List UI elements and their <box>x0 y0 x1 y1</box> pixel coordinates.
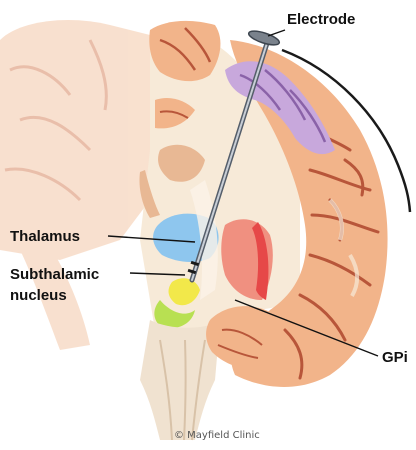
electrode-pointer-line <box>268 30 285 36</box>
subthalamic-label-line2: nucleus <box>10 287 67 304</box>
subthalamic-label-line1: Subthalamic <box>10 266 99 283</box>
gpi-label: GPi <box>382 349 408 366</box>
copyright-credit: © Mayfield Clinic <box>174 430 260 441</box>
electrode-label: Electrode <box>287 11 355 28</box>
temporal-lobe <box>206 306 279 369</box>
thalamus-label: Thalamus <box>10 228 80 245</box>
